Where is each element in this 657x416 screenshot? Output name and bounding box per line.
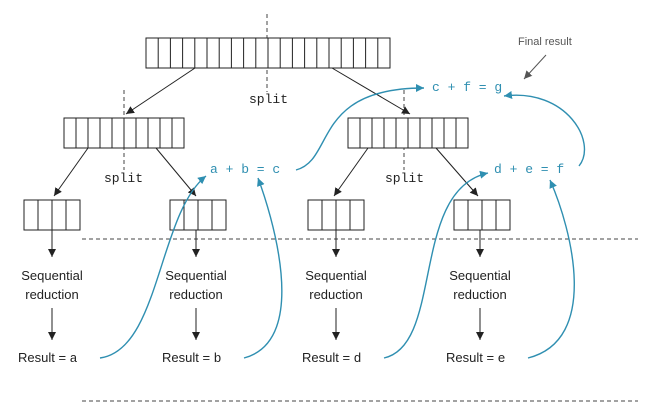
sequential-label: Sequential — [165, 268, 227, 283]
curve-d-to-def — [383, 170, 489, 359]
sequential-reduction-3: Sequential reduction — [281, 266, 391, 304]
result-prefix: Result = — [18, 350, 70, 365]
curve-e-to-def — [527, 179, 575, 359]
equation-d-e-f: d + e = f — [494, 162, 565, 177]
curve-f-to-cfg — [503, 91, 585, 167]
sequential-reduction-4: Sequential reduction — [425, 266, 535, 304]
result-value: b — [213, 351, 222, 366]
array-left-half — [63, 117, 185, 149]
reduction-label: reduction — [453, 287, 507, 302]
result-value: a — [69, 351, 78, 366]
curve-c-to-cfg — [295, 84, 425, 171]
array-full — [145, 37, 391, 69]
curve-a-to-abc — [99, 175, 207, 359]
curve-b-to-abc — [243, 177, 283, 359]
sequential-label: Sequential — [305, 268, 367, 283]
equation-c-f-g: c + f = g — [432, 80, 503, 95]
split-label-right: split — [385, 171, 425, 186]
result-value: d — [353, 351, 362, 366]
result-prefix: Result = — [446, 350, 498, 365]
sequential-label: Sequential — [21, 268, 83, 283]
final-result-label: Final result — [518, 36, 572, 48]
result-e: Result = e — [446, 350, 505, 366]
array-chunk-2 — [169, 199, 227, 231]
result-prefix: Result = — [302, 350, 354, 365]
reduction-label: reduction — [169, 287, 223, 302]
split-label-left: split — [104, 171, 144, 186]
result-a: Result = a — [18, 350, 77, 366]
array-chunk-3 — [307, 199, 365, 231]
result-b: Result = b — [162, 350, 221, 366]
tree-arrows — [48, 67, 484, 340]
result-prefix: Result = — [162, 350, 214, 365]
final-result-arrow — [523, 54, 547, 80]
array-right-half — [347, 117, 469, 149]
result-d: Result = d — [302, 350, 361, 366]
equation-a-b-c: a + b = c — [210, 162, 281, 177]
sequential-reduction-1: Sequential reduction — [0, 266, 107, 304]
sequential-label: Sequential — [449, 268, 511, 283]
reduction-label: reduction — [25, 287, 79, 302]
result-value: e — [497, 351, 506, 366]
array-chunk-4 — [453, 199, 511, 231]
sequential-reduction-2: Sequential reduction — [141, 266, 251, 304]
array-chunk-1 — [23, 199, 81, 231]
split-label-top: split — [249, 92, 289, 107]
combine-curves — [99, 84, 585, 359]
reduction-label: reduction — [309, 287, 363, 302]
